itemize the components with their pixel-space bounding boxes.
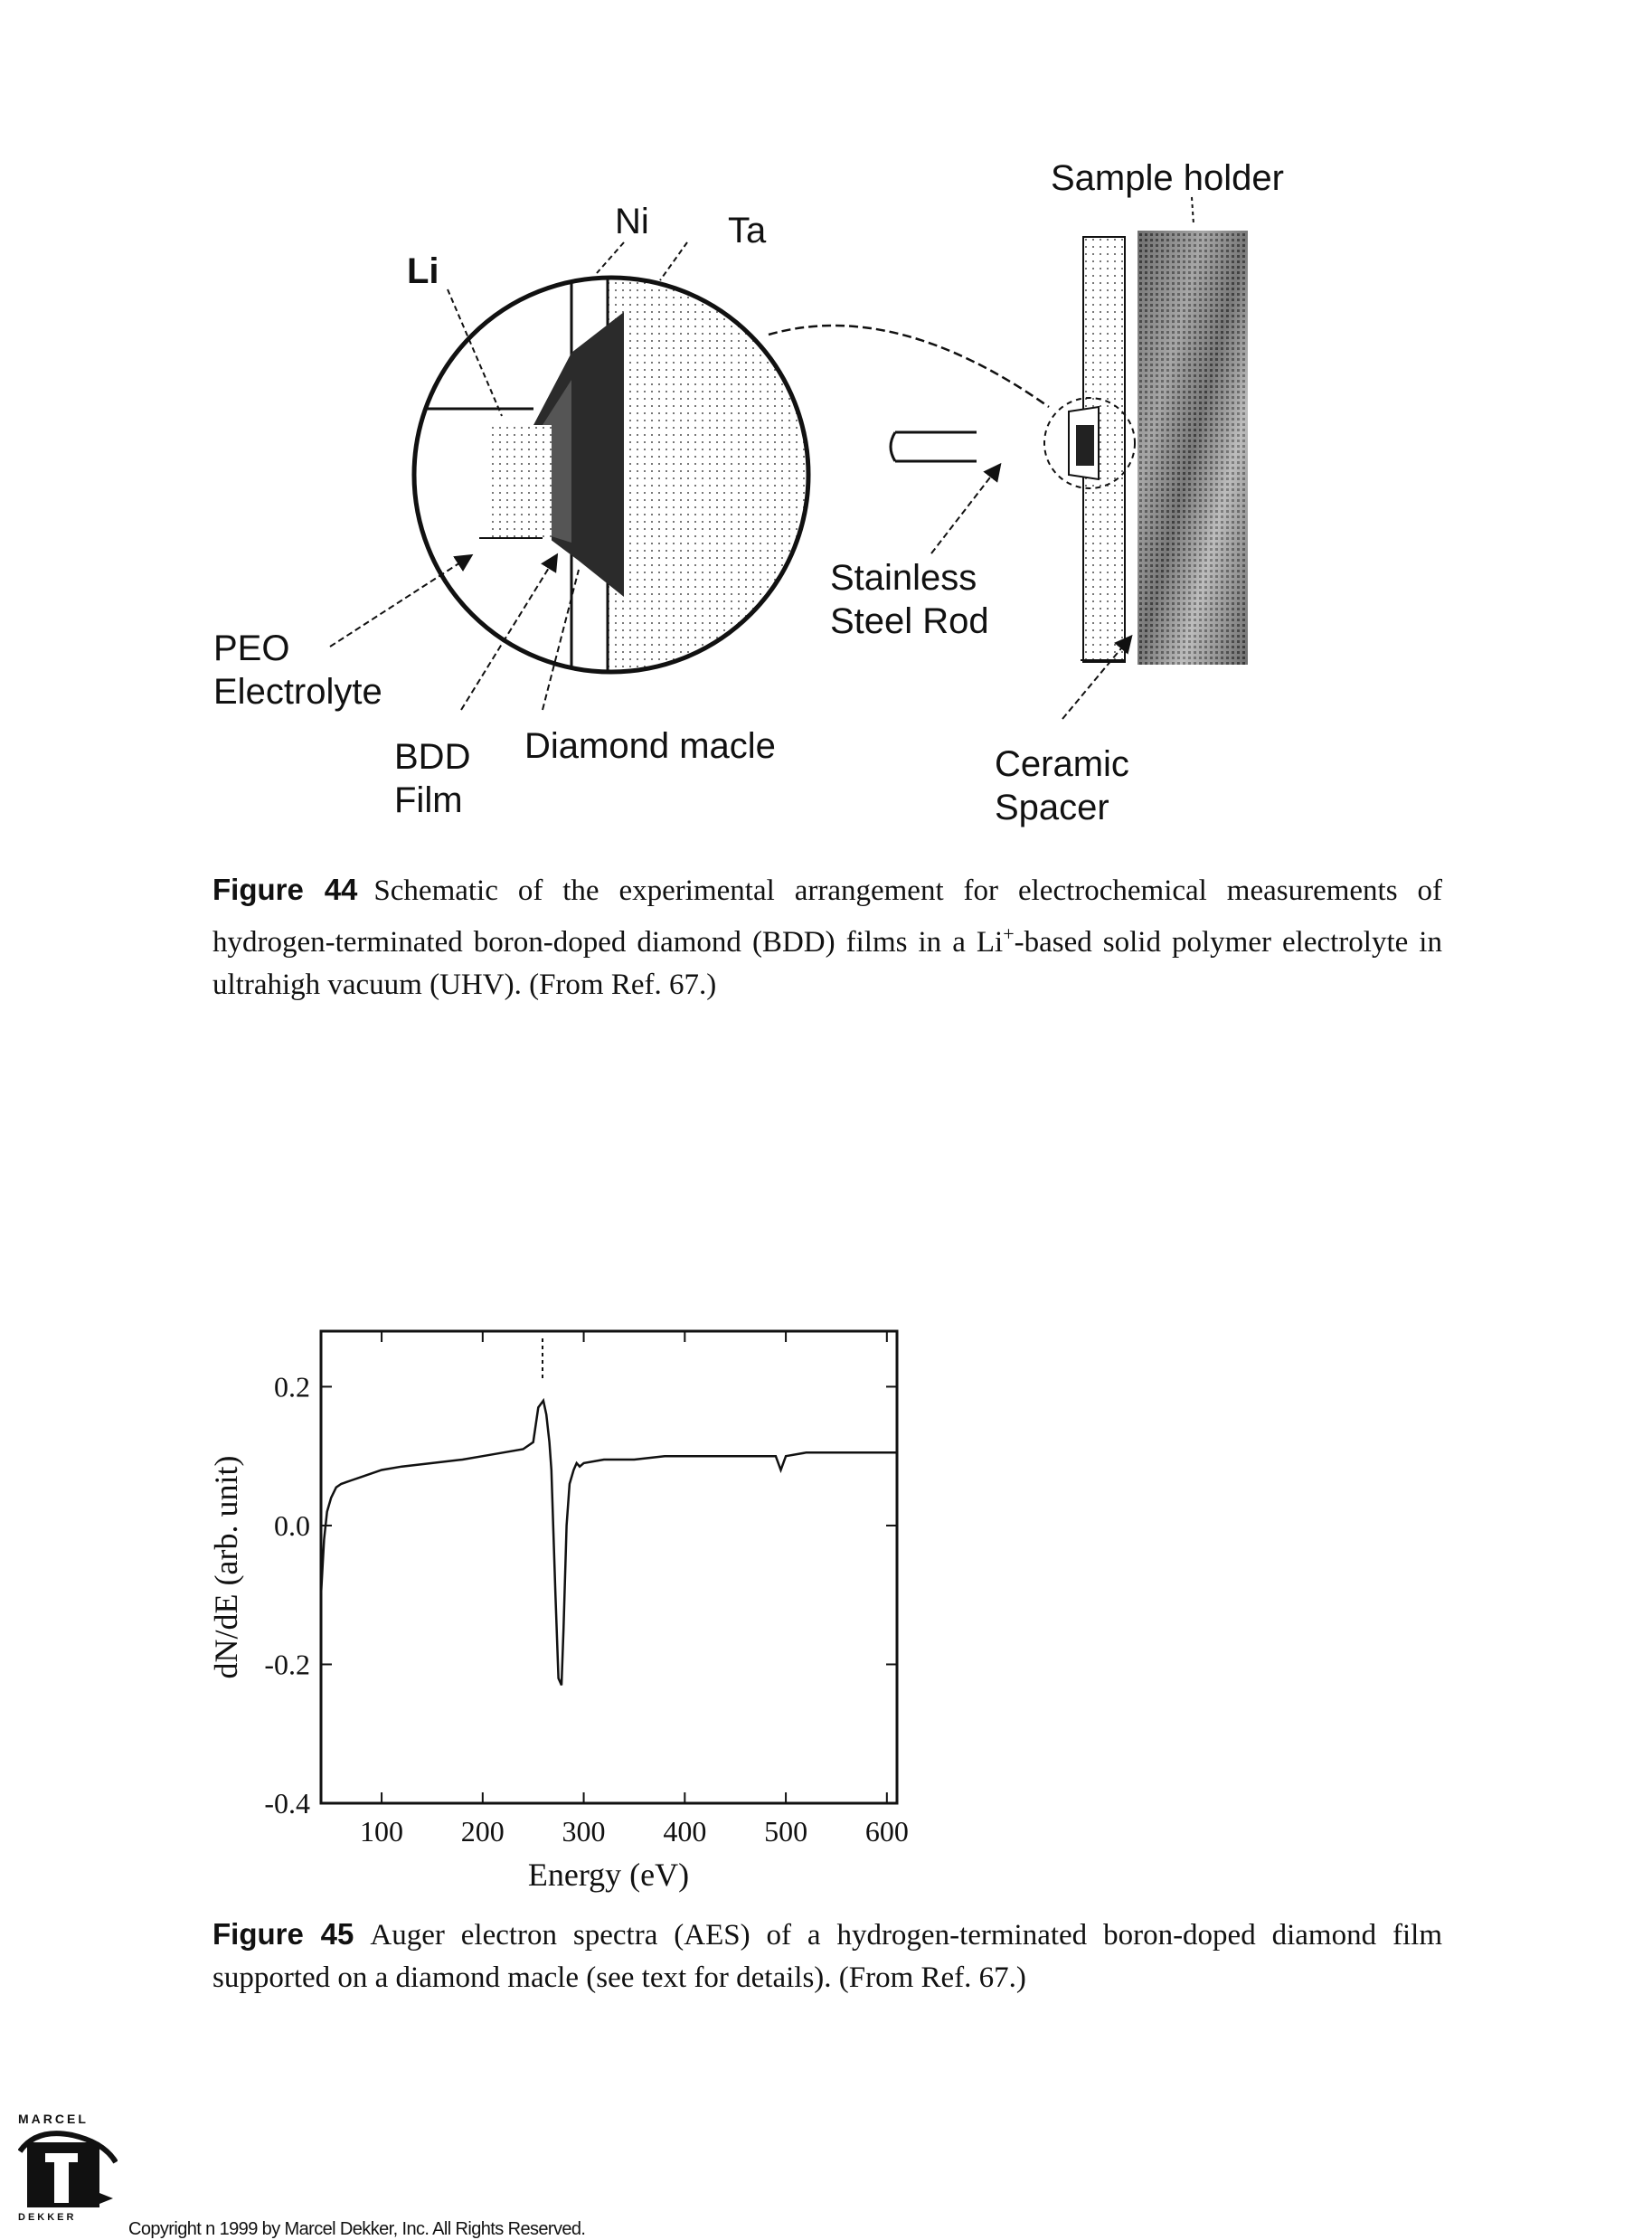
figure-44-caption-sup: + bbox=[1003, 922, 1015, 945]
logo-top-text: MARCEL bbox=[18, 2112, 89, 2126]
pointer-lines bbox=[329, 196, 1194, 720]
logo-bottom-text: DEKKER bbox=[18, 2212, 77, 2223]
label-peo: PEO bbox=[213, 629, 289, 668]
figure-45-label: Figure 45 bbox=[212, 1917, 354, 1951]
figure-44-schematic: Sample holder Ni Ta Li Stainless Steel R… bbox=[213, 158, 1284, 827]
label-stainless-2: Steel Rod bbox=[830, 601, 989, 641]
figure-45-aes-chart: 100 200 300 400 500 600 0.2 0.0 -0.2 -0.4 Energy… bbox=[208, 1329, 909, 1893]
y-tick-label: -0.4 bbox=[264, 1787, 310, 1819]
plot-frame bbox=[319, 1329, 899, 1805]
label-diamond-macle: Diamond macle bbox=[524, 726, 776, 766]
x-tick-label: 400 bbox=[663, 1815, 706, 1848]
publisher-logo: MARCEL DEKKER bbox=[18, 2112, 127, 2238]
figure-45-caption-text: Auger electron spectra (AES) of a hydrog… bbox=[212, 1919, 1442, 1994]
magnification-connector bbox=[768, 324, 1050, 409]
aes-spectrum-line bbox=[319, 1397, 897, 1687]
x-tick-label: 200 bbox=[461, 1815, 505, 1848]
label-ceramic: Ceramic bbox=[995, 744, 1129, 784]
x-axis-ticks: 100 200 300 400 500 600 bbox=[360, 1331, 909, 1848]
y-axis-ticks: 0.2 0.0 -0.2 -0.4 bbox=[264, 1370, 897, 1819]
label-ni: Ni bbox=[615, 202, 649, 241]
x-tick-label: 300 bbox=[562, 1815, 606, 1848]
y-tick-label: 0.0 bbox=[274, 1509, 310, 1542]
label-ta: Ta bbox=[728, 211, 767, 250]
figure-44-caption-text-2: -based solid polymer electrolyte in ultr… bbox=[212, 926, 1442, 1001]
peo-region bbox=[488, 425, 552, 543]
figure-44-caption-text-1: Schematic of the experimental arrangemen… bbox=[212, 874, 1442, 959]
y-tick-label: 0.2 bbox=[274, 1370, 310, 1403]
label-sample-holder: Sample holder bbox=[1051, 158, 1284, 198]
x-tick-label: 600 bbox=[865, 1815, 909, 1848]
sample-highlight-circle bbox=[1043, 397, 1136, 489]
x-tick-label: 100 bbox=[360, 1815, 403, 1848]
label-bdd: BDD bbox=[394, 737, 470, 777]
magnified-view bbox=[411, 275, 811, 675]
x-tick-label: 500 bbox=[764, 1815, 807, 1848]
copyright-text: Copyright n 1999 by Marcel Dekker, Inc. … bbox=[128, 2219, 586, 2239]
logo-mark-icon bbox=[18, 2131, 118, 2207]
y-axis-label: dN/dE (arb. unit) bbox=[208, 1456, 244, 1679]
label-spacer: Spacer bbox=[995, 788, 1109, 827]
stainless-steel-rod bbox=[889, 430, 977, 463]
label-stainless-1: Stainless bbox=[830, 558, 977, 598]
sample-holder-assembly bbox=[1043, 231, 1248, 665]
label-electrolyte: Electrolyte bbox=[213, 672, 382, 712]
label-film: Film bbox=[394, 780, 463, 820]
label-li: Li bbox=[407, 251, 439, 291]
magnifier-circle bbox=[411, 275, 811, 675]
x-axis-label: Energy (eV) bbox=[528, 1857, 689, 1893]
figure-44-label: Figure 44 bbox=[212, 873, 358, 906]
y-tick-label: -0.2 bbox=[264, 1648, 310, 1680]
